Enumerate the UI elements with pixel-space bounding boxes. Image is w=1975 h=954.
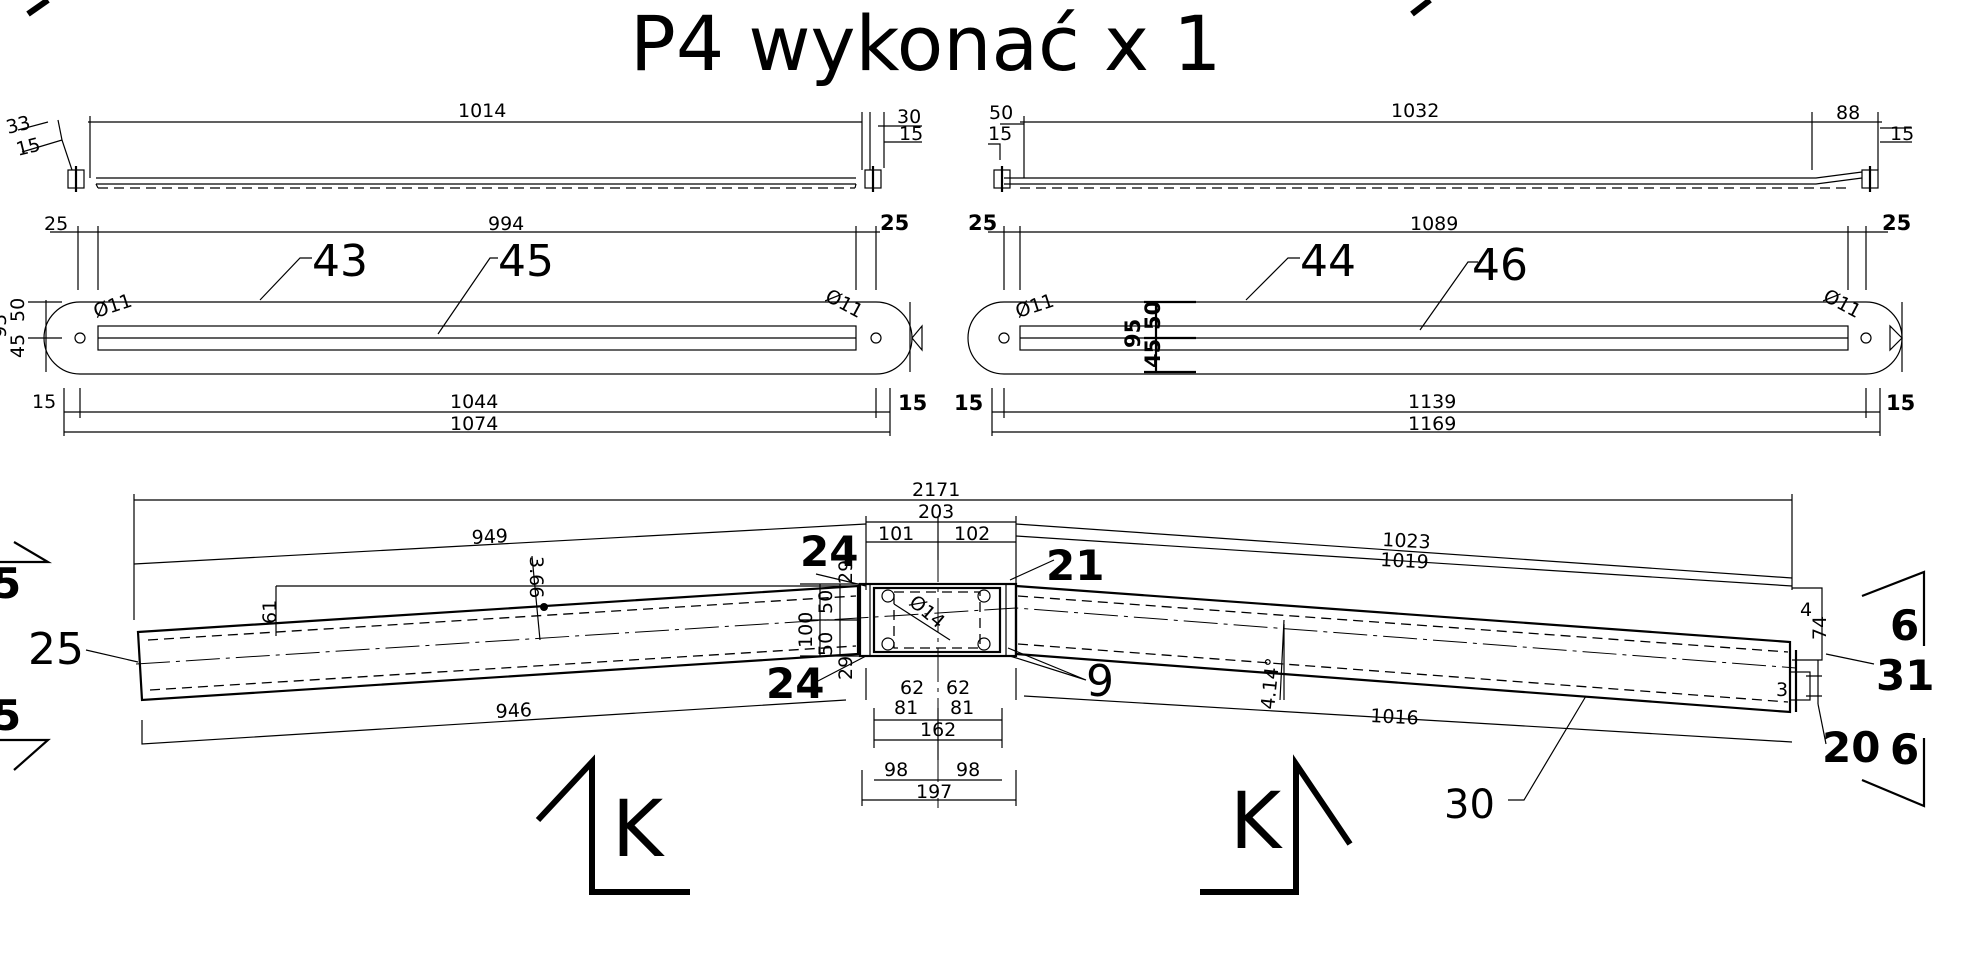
dim-101: 101 [878, 523, 914, 545]
section-marker-left [535, 754, 690, 895]
dim-62-left: 62 [900, 677, 924, 699]
dim-81-right: 81 [950, 697, 974, 719]
dim-1014: 1014 [458, 100, 506, 122]
dim-98-right: 98 [956, 759, 980, 781]
dim-61: 61 [259, 600, 281, 624]
dim-1023: 1023 [1382, 529, 1431, 554]
hole-d14: Ø14 [905, 591, 949, 633]
dim-15-edge-right: 15 [898, 391, 927, 415]
callout-44: 44 [1300, 236, 1356, 287]
callout-30: 30 [1444, 782, 1495, 828]
section-label-5-top: 5 [0, 559, 21, 608]
dim-25-right-plate-right: 25 [1882, 211, 1911, 235]
dim-1139: 1139 [1408, 391, 1456, 413]
dim-203: 203 [918, 501, 954, 523]
dim-1016: 1016 [1370, 705, 1419, 730]
dim-946: 946 [495, 699, 532, 723]
dim-162: 162 [920, 719, 956, 741]
dim-1169: 1169 [1408, 413, 1456, 435]
section-6-bottom [1861, 738, 1926, 808]
dim-1089: 1089 [1410, 213, 1458, 235]
dim-15-plate-right-edge-left: 15 [954, 391, 983, 415]
callout-31: 31 [1876, 651, 1934, 700]
plate-left-plan-view [28, 226, 923, 436]
callout-45: 45 [498, 236, 554, 287]
section-label-6-bottom: 6 [1890, 725, 1919, 774]
dim-50-top: 50 [815, 590, 837, 614]
drawing-title: P4 wykonać x 1 [630, 0, 1221, 88]
section-label-6-top: 6 [1890, 601, 1919, 650]
dim-1032: 1032 [1391, 100, 1439, 122]
dim-25-right-plate-left: 25 [968, 211, 997, 235]
dim-102: 102 [954, 523, 990, 545]
dim-30: 30 [897, 106, 921, 128]
callout-9: 9 [1086, 656, 1114, 707]
hole-d11-right: Ø11 [822, 285, 867, 323]
frame-elevation [0, 494, 1926, 895]
callout-24-bottom: 24 [766, 659, 824, 708]
dim-62-right: 62 [946, 677, 970, 699]
dim-197: 197 [916, 781, 952, 803]
hole-d11-left: Ø11 [91, 290, 135, 323]
dim-15-plate-right-edge-right: 15 [1886, 391, 1915, 415]
dim-25-right: 25 [880, 211, 909, 235]
section-label-5-bottom: 5 [0, 691, 21, 740]
dim-74: 74 [1809, 616, 1831, 640]
angle-4-14: 4.14° [1257, 657, 1284, 711]
dim-1074: 1074 [450, 413, 498, 435]
hole-d11-plate-right-left: Ø11 [1013, 290, 1057, 323]
plate-left-top-view [17, 112, 922, 192]
section-5-bottom [0, 738, 51, 771]
plate-right-top-view [988, 112, 1912, 192]
angle-3-66: 3.66 [525, 556, 547, 598]
dim-45-width: 45 [7, 334, 29, 358]
dim-95-plate-right: 95 [1121, 319, 1145, 348]
section-5-top [0, 541, 53, 564]
dim-4: 4 [1800, 599, 1812, 621]
callout-43: 43 [312, 236, 368, 287]
dim-994: 994 [488, 213, 524, 235]
callout-21: 21 [1046, 541, 1104, 590]
corner-stroke-right [1410, 0, 1432, 17]
corner-stroke-left [26, 0, 50, 17]
section-marker-right [1200, 754, 1353, 895]
callout-25: 25 [28, 624, 84, 675]
plate-right-plan-view [967, 226, 1903, 436]
dim-2171: 2171 [912, 479, 960, 501]
dim-29-top: 29 [835, 560, 857, 584]
dim-25-left: 25 [44, 213, 68, 235]
dim-1019: 1019 [1380, 549, 1429, 574]
dim-100: 100 [795, 612, 817, 648]
dim-88: 88 [1836, 102, 1860, 124]
dim-95-width: 95 [0, 314, 11, 338]
callout-24-top: 24 [800, 527, 858, 576]
dim-949: 949 [471, 525, 508, 549]
dim-50-plate-right: 50 [1141, 301, 1165, 330]
section-6-top [1861, 570, 1926, 646]
dim-1044: 1044 [450, 391, 498, 413]
dim-98-left: 98 [884, 759, 908, 781]
callout-20: 20 [1822, 723, 1880, 772]
dim-3: 3 [1776, 679, 1788, 701]
dim-50-bottom: 50 [815, 632, 837, 656]
section-label-k-left: K [612, 785, 665, 875]
dim-15-top-left: 15 [988, 123, 1012, 145]
dim-29-bottom: 29 [835, 656, 857, 680]
dim-15-edge-left: 15 [32, 391, 56, 413]
dim-15-right: 15 [899, 123, 923, 145]
dim-33: 33 [4, 112, 33, 139]
dim-45-plate-right: 45 [1141, 339, 1165, 368]
dim-15-left: 15 [14, 134, 43, 161]
hole-d11-plate-right-right: Ø11 [1820, 285, 1865, 323]
dim-15-top-right: 15 [1890, 123, 1914, 145]
section-label-k-right: K [1230, 777, 1283, 867]
callout-46: 46 [1472, 240, 1528, 291]
dim-50-width: 50 [7, 298, 29, 322]
dim-50: 50 [989, 102, 1013, 124]
dim-81-left: 81 [894, 697, 918, 719]
